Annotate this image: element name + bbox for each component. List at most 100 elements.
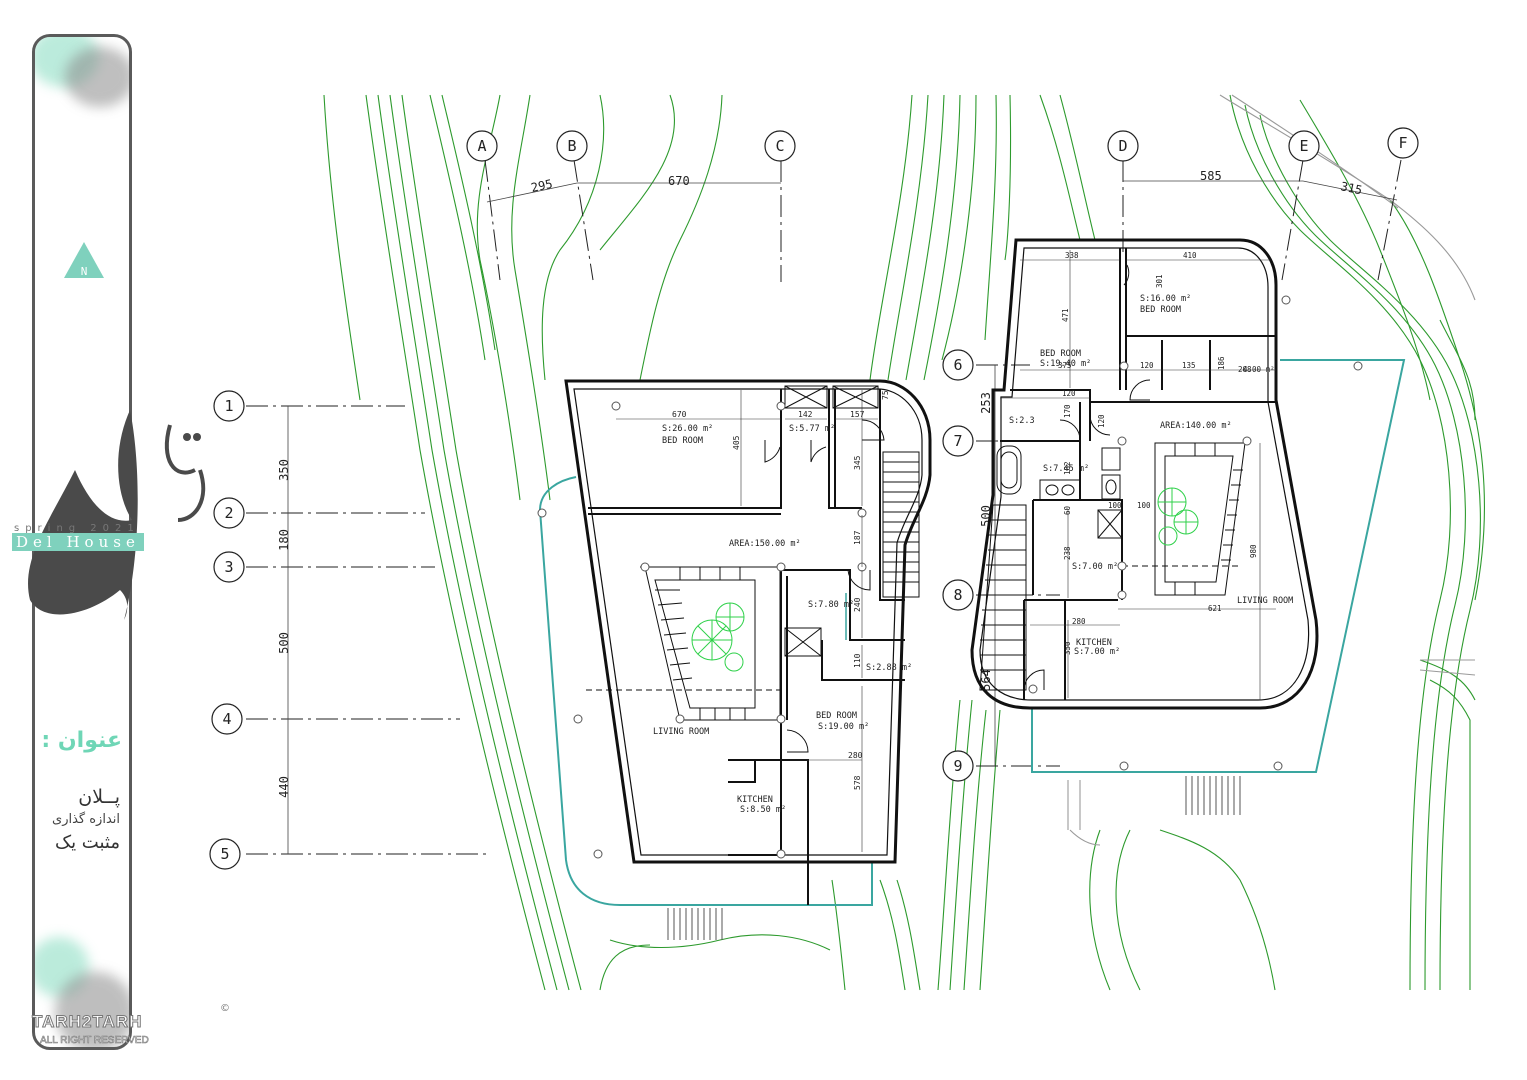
svg-text:F: F <box>1398 134 1407 152</box>
sheet-title-label: عنوان : <box>41 728 122 753</box>
left-terrace-outline <box>538 476 873 906</box>
right-dim-8: 186 <box>1217 356 1226 370</box>
left-bedroom2-name: BED ROOM <box>816 711 857 721</box>
left-kitchen-area: S:8.50 m² <box>740 805 786 815</box>
site-road-lines <box>1067 94 1476 846</box>
svg-text:1: 1 <box>224 397 233 415</box>
right-central-stair <box>1122 442 1246 596</box>
right-dim-20: 621 <box>1208 604 1222 613</box>
left-dim-7: 240 <box>853 597 862 612</box>
left-dim-1: 670 <box>672 410 687 419</box>
left-dim-3: 157 <box>850 410 865 419</box>
dim-row-45: 440 <box>277 776 291 798</box>
svg-text:6: 6 <box>953 356 962 374</box>
left-floor-plan: 670 142 157 405 345 187 240 110 280 578 … <box>537 379 932 940</box>
right-dim-5: 375 <box>1058 361 1072 370</box>
sheet-title-line-3: مثبت یک <box>54 832 120 853</box>
season-text: spring 2021 <box>14 523 140 534</box>
grid-bubble-a: A <box>466 130 498 162</box>
right-total-area: AREA:140.00 m² <box>1160 421 1232 431</box>
grid-lines <box>246 159 1402 855</box>
dim-col-bc: 670 <box>668 174 690 188</box>
right-dim-16: 100 <box>1137 501 1151 510</box>
grid-bubble-9: 9 <box>942 750 974 782</box>
right-kitchen-name: KITCHEN <box>1076 638 1112 648</box>
right-dim-2: 410 <box>1183 251 1197 260</box>
left-dim-5: 345 <box>853 455 862 470</box>
grid-dimension-labels: 295 670 585 315 350 180 500 440 253 500 … <box>277 169 1364 798</box>
right-dim-11: 120 <box>1097 414 1106 428</box>
copyright-icon: © <box>220 1003 230 1014</box>
north-arrow-icon: N <box>64 242 104 278</box>
right-dim-22: 4.00 m² <box>1243 365 1275 374</box>
left-dim-8: 110 <box>853 653 862 668</box>
svg-text:7: 7 <box>953 432 962 450</box>
grid-bubbles: A B C D E F 1 2 3 4 5 6 7 8 9 <box>209 127 1419 870</box>
right-dim-9: 208 <box>1238 365 1252 374</box>
svg-text:5: 5 <box>220 845 229 863</box>
left-wc-area: S:2.88 m² <box>866 663 912 673</box>
right-dim-7: 135 <box>1182 361 1196 370</box>
dim-row-12: 350 <box>277 459 291 481</box>
left-dim-2: 142 <box>798 410 813 419</box>
right-floor-plan: 338 410 301 471 375 120 135 186 208 120 … <box>970 238 1406 815</box>
left-bedroom1-name: BED ROOM <box>662 436 703 446</box>
watermark-subtext: ALL RIGHT RESERVED <box>40 1035 149 1047</box>
grid-bubble-4: 4 <box>211 703 243 735</box>
right-bath-area: S:7.45 m² <box>1043 464 1089 474</box>
grid-bubble-1: 1 <box>213 390 245 422</box>
right-bedroom2-name: BED ROOM <box>1040 349 1081 359</box>
grid-bubble-6: 6 <box>942 349 974 381</box>
right-bedroom1-name: BED ROOM <box>1140 305 1181 315</box>
right-dim-1: 338 <box>1065 251 1079 260</box>
left-dim-4: 405 <box>732 435 741 450</box>
dim-row-23: 180 <box>277 529 291 551</box>
cloud-texture-top-grey <box>65 47 129 107</box>
left-total-area: AREA:150.00 m² <box>729 539 801 549</box>
grid-bubble-c: C <box>764 130 796 162</box>
right-kitchen-area: S:7.00 m² <box>1074 647 1120 657</box>
left-bath-area: S:7.80 m² <box>808 600 854 610</box>
svg-text:B: B <box>567 137 576 155</box>
grid-bubble-f: F <box>1387 127 1419 159</box>
right-dim-13: 182 <box>1063 461 1072 475</box>
left-dim-11: 75 <box>881 390 890 400</box>
left-exterior-wall <box>564 379 932 864</box>
svg-text:9: 9 <box>953 757 962 775</box>
svg-text:N: N <box>81 265 88 278</box>
left-stair-east <box>882 451 920 598</box>
grid-bubble-e: E <box>1288 130 1320 162</box>
right-dim-19: 350 <box>1063 641 1072 655</box>
grid-bubble-7: 7 <box>942 425 974 457</box>
right-bedroom2-area: S:19.40 m² <box>1040 359 1091 369</box>
left-dim-6: 187 <box>853 530 862 545</box>
watermark-logo: TARH2TARH <box>31 1012 143 1032</box>
left-living-name: LIVING ROOM <box>653 727 709 737</box>
right-dim-17: 238 <box>1063 546 1072 560</box>
right-dim-15: 60 <box>1063 505 1072 515</box>
right-terrace-outline <box>1031 359 1406 773</box>
right-dim-3: 301 <box>1155 274 1164 288</box>
cloud-texture-bottom-grey <box>55 972 129 1047</box>
sheet-title-line-1: پــلان <box>78 786 120 808</box>
right-dim-6: 120 <box>1140 361 1154 370</box>
dim-row-34: 500 <box>277 632 291 654</box>
svg-text:2: 2 <box>224 504 233 522</box>
svg-text:4: 4 <box>222 710 231 728</box>
dim-col-ef: 315 <box>1339 179 1363 197</box>
right-dim-10: 120 <box>1062 389 1076 398</box>
grid-dimension-lines <box>287 180 1398 854</box>
svg-text:3: 3 <box>224 558 233 576</box>
svg-text:D: D <box>1118 137 1127 155</box>
svg-text:E: E <box>1299 137 1308 155</box>
left-courtyard-tree-icon <box>691 602 745 672</box>
dim-col-ab: 295 <box>530 177 554 195</box>
grid-bubble-d: D <box>1107 130 1139 162</box>
house-name-banner: Del House <box>12 533 144 551</box>
right-living-name: LIVING ROOM <box>1237 596 1293 606</box>
left-central-stair <box>586 566 781 721</box>
left-bedroom2-area: S:19.00 m² <box>818 722 869 732</box>
right-dim-21: 980 <box>1249 544 1258 558</box>
right-dim-14: 100 <box>1108 501 1122 510</box>
